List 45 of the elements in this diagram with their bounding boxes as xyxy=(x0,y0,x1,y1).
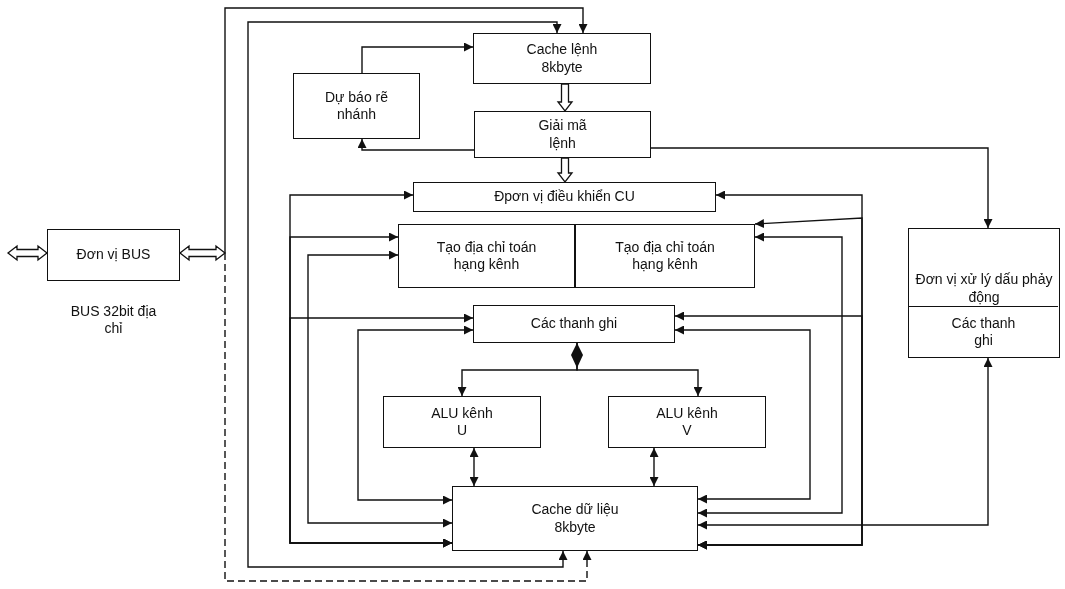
unit-label: Các thanh ghi xyxy=(530,315,618,333)
unit-box xyxy=(413,182,716,212)
unit-box xyxy=(608,396,766,448)
unit-label: Tạo địa chỉ toán hạng kênh xyxy=(614,238,716,274)
unit-label: Các thanh ghi xyxy=(950,314,1017,350)
arrow xyxy=(247,21,568,568)
unit-label: ALU kênh U xyxy=(430,404,494,440)
bus-caption: BUS 32bit địa chỉ xyxy=(69,303,158,337)
arrow xyxy=(178,244,227,262)
arrow xyxy=(649,447,659,487)
arrow xyxy=(469,447,479,487)
unit-box xyxy=(473,33,651,84)
unit-label: Đpơn vị điều khiển CU xyxy=(494,188,635,206)
unit-label: Dự báo rẽ nhánh xyxy=(323,88,390,124)
unit-label: Đơn vị xử lý dấu phảy động xyxy=(914,271,1054,306)
unit-box xyxy=(452,486,698,551)
arrow xyxy=(556,83,574,113)
arrow xyxy=(224,252,592,582)
arrow xyxy=(674,325,811,504)
arrow xyxy=(357,325,474,505)
arrow xyxy=(650,147,993,229)
arrow xyxy=(361,42,474,74)
arrow xyxy=(289,313,474,548)
unit-box xyxy=(474,111,651,158)
arrow xyxy=(697,357,993,530)
arrow xyxy=(674,311,863,550)
unit-box xyxy=(473,305,675,343)
arrow xyxy=(224,7,588,254)
unit-box xyxy=(575,224,755,288)
unit-box xyxy=(47,229,180,281)
unit-label: Tạo địa chỉ toán hạng kênh xyxy=(435,238,538,274)
unit-box xyxy=(398,224,575,288)
unit-label: Đơn vị BUS xyxy=(76,246,151,264)
unit-box xyxy=(293,73,420,139)
arrow xyxy=(556,157,574,184)
unit-label: Cache dữ liệu 8kbyte xyxy=(530,501,620,536)
unit-label: Cache lệnh 8kbyte xyxy=(525,41,599,76)
unit-label: ALU kênh V xyxy=(655,404,719,440)
unit-box xyxy=(908,228,1060,358)
arrow xyxy=(6,244,49,262)
unit-label: Giải mã lệnh xyxy=(537,117,588,152)
arrow xyxy=(697,232,843,518)
unit-box xyxy=(383,396,541,448)
arrow xyxy=(357,138,475,151)
arrow xyxy=(307,250,453,528)
